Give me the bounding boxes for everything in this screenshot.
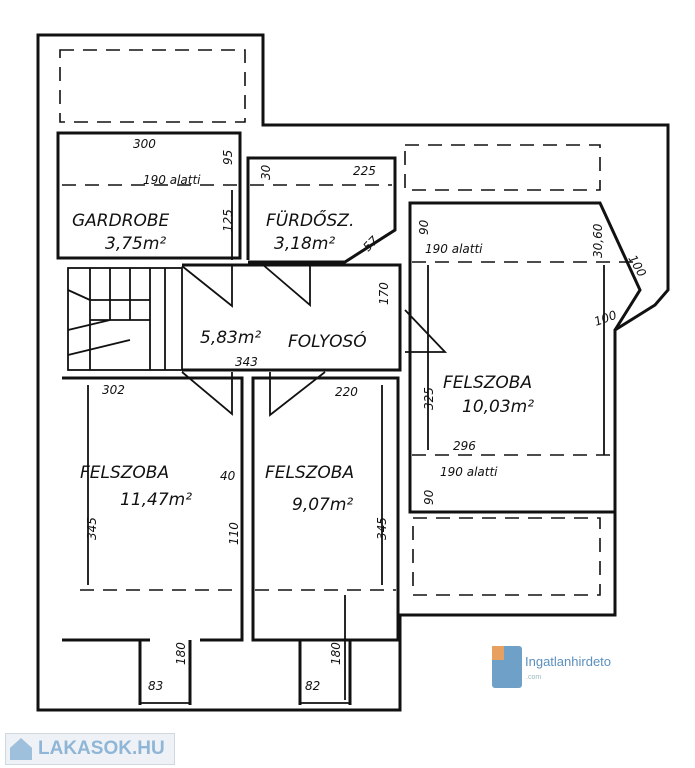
dim-170: 170 [377, 282, 391, 305]
room-area-felszoba-left: 11,47m² [120, 490, 192, 510]
room-area-felszoba-right: 10,03m² [462, 397, 534, 417]
walls [36, 33, 670, 712]
room-area-felszoba-mid: 9,07m² [292, 495, 353, 515]
dim-30: 30 [259, 164, 273, 180]
dim-220: 220 [335, 385, 358, 399]
dim-100-window: 100 [592, 308, 619, 329]
room-name-gardrobe: GARDROBE [72, 211, 170, 231]
room-area-gardrobe: 3,75m² [105, 234, 166, 254]
room-name-felszoba-left: FELSZOBA [80, 463, 169, 483]
door-swings [181, 263, 448, 417]
dim-296: 296 [453, 439, 476, 453]
dim-345-left: 345 [85, 517, 99, 540]
dim-82: 82 [305, 679, 320, 693]
dim-190-alatti-right-top: 190 alatti [425, 242, 483, 256]
ingatlanhirdeto-sub: .com [526, 674, 542, 681]
house-icon [10, 738, 32, 760]
dim-125: 125 [221, 209, 235, 232]
dim-302: 302 [102, 383, 125, 397]
room-name-felszoba-mid: FELSZOBA [265, 463, 354, 483]
dim-40: 40 [220, 469, 236, 483]
room-name-folyoso: FOLYOSÓ [288, 330, 367, 352]
room-area-folyoso: 5,83m² [200, 328, 261, 348]
room-area-furdo: 3,18m² [274, 234, 335, 254]
ingatlanhirdeto-mark-icon [492, 646, 522, 688]
dimension-arrows [87, 190, 605, 700]
room-name-furdo: FÜRDŐSZ. [266, 209, 354, 231]
low-ceiling-dashes [59, 49, 640, 596]
ingatlanhirdeto-text: Ingatlanhirdeto [525, 654, 612, 669]
lakasok-logo: LAKASOK.HU [5, 733, 175, 765]
dim-345-mid: 345 [375, 517, 389, 540]
dim-300: 300 [133, 137, 156, 151]
dim-180-mid: 180 [329, 642, 343, 665]
dim-95: 95 [221, 150, 235, 165]
dim-30-60: 30,60 [591, 223, 605, 258]
ingatlanhirdeto-logo: Ingatlanhirdeto .com [492, 646, 632, 690]
dim-180-left: 180 [174, 642, 188, 665]
lakasok-text: LAKASOK.HU [38, 738, 165, 759]
dim-110: 110 [227, 522, 241, 545]
dim-190-alatti-gardrobe: 190 alatti [143, 173, 201, 187]
dim-90-bottom: 90 [422, 489, 436, 505]
dim-190-alatti-right-bottom: 190 alatti [440, 465, 498, 479]
stairs [67, 268, 166, 370]
dim-343: 343 [235, 355, 258, 369]
dim-83: 83 [148, 679, 163, 693]
dim-325: 325 [422, 387, 436, 410]
dim-90-top: 90 [417, 219, 431, 235]
dim-225: 225 [353, 164, 376, 178]
room-name-felszoba-right: FELSZOBA [443, 373, 532, 393]
